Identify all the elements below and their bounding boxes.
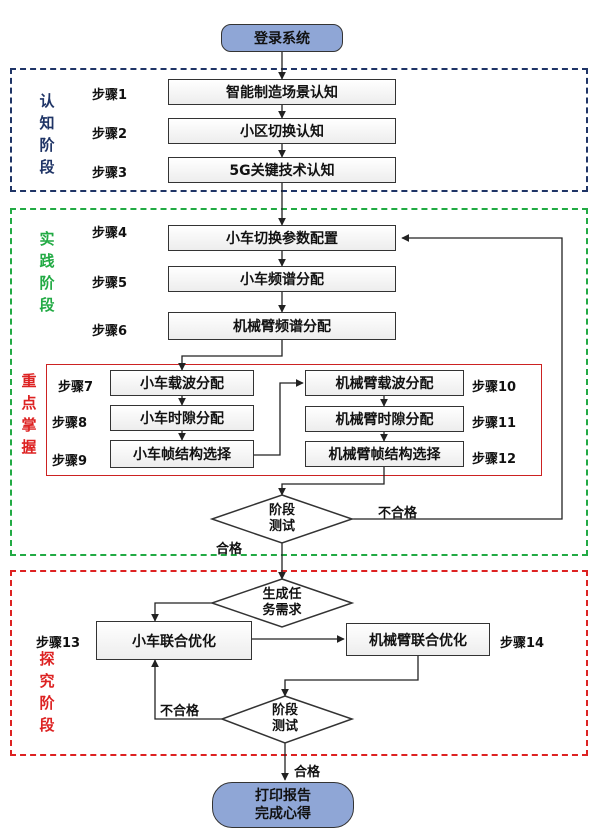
step-12-box[interactable]: 机械臂帧结构选择 <box>305 441 464 467</box>
step-8-box[interactable]: 小车时隙分配 <box>110 405 254 431</box>
step-10-box[interactable]: 机械臂载波分配 <box>305 370 464 396</box>
fail-label-2: 不合格 <box>160 704 200 719</box>
step-1-label: 步骤1 <box>92 88 128 103</box>
step-2-label: 步骤2 <box>92 127 128 142</box>
stage-test-diamond-2 <box>219 695 355 744</box>
pass-label-1: 合格 <box>216 542 243 557</box>
step-4-label: 步骤4 <box>92 226 128 241</box>
print-report-label: 打印报告 <box>255 788 311 804</box>
step-12-label: 步骤12 <box>472 452 517 467</box>
key-mastery-label: 重点掌握 <box>21 372 37 456</box>
step-7-box[interactable]: 小车载波分配 <box>110 370 254 396</box>
task-requirement-text: 生成任务需求 <box>262 587 302 618</box>
fail-label-1: 不合格 <box>378 506 418 521</box>
step-9-label: 步骤9 <box>52 454 88 469</box>
practice-phase-region <box>10 208 588 556</box>
pass-label-2: 合格 <box>294 765 321 780</box>
step-5-label: 步骤5 <box>92 276 128 291</box>
practice-phase-label: 实践阶段 <box>39 230 55 314</box>
stage-test-diamond-1 <box>209 494 355 544</box>
step-5-box[interactable]: 小车频谱分配 <box>168 266 396 292</box>
key-mastery-region <box>46 364 542 476</box>
step-13-box[interactable]: 小车联合优化 <box>96 621 252 660</box>
login-system-terminal[interactable]: 登录系统 <box>221 24 343 52</box>
step-10-label: 步骤10 <box>472 380 517 395</box>
login-system-label: 登录系统 <box>254 31 310 47</box>
step-4-box[interactable]: 小车切换参数配置 <box>168 225 396 251</box>
step-3-label: 步骤3 <box>92 166 128 181</box>
step-1-box[interactable]: 智能制造场景认知 <box>168 79 396 105</box>
print-report-terminal[interactable]: 打印报告 完成心得 <box>212 782 354 828</box>
step-2-box[interactable]: 小区切换认知 <box>168 118 396 144</box>
step-3-box[interactable]: 5G关键技术认知 <box>168 157 396 183</box>
step-9-box[interactable]: 小车帧结构选择 <box>110 440 254 468</box>
stage-test-1-text: 阶段测试 <box>268 503 295 534</box>
step-6-label: 步骤6 <box>92 324 128 339</box>
step-6-box[interactable]: 机械臂频谱分配 <box>168 312 396 340</box>
step-11-label: 步骤11 <box>472 416 517 431</box>
explore-phase-region <box>10 570 588 756</box>
step-11-box[interactable]: 机械臂时隙分配 <box>305 406 464 432</box>
explore-phase-label: 探究阶段 <box>39 650 55 734</box>
cognition-phase-label: 认知阶段 <box>39 92 55 176</box>
cognition-phase-region <box>10 68 588 192</box>
step-14-label: 步骤14 <box>500 636 545 651</box>
task-requirement-diamond <box>209 578 355 628</box>
complete-notes-label: 完成心得 <box>255 806 311 822</box>
step-7-label: 步骤7 <box>58 380 94 395</box>
stage-test-2-text: 阶段测试 <box>271 703 298 734</box>
step-13-label: 步骤13 <box>36 636 81 651</box>
step-8-label: 步骤8 <box>52 416 88 431</box>
step-14-box[interactable]: 机械臂联合优化 <box>346 623 490 656</box>
